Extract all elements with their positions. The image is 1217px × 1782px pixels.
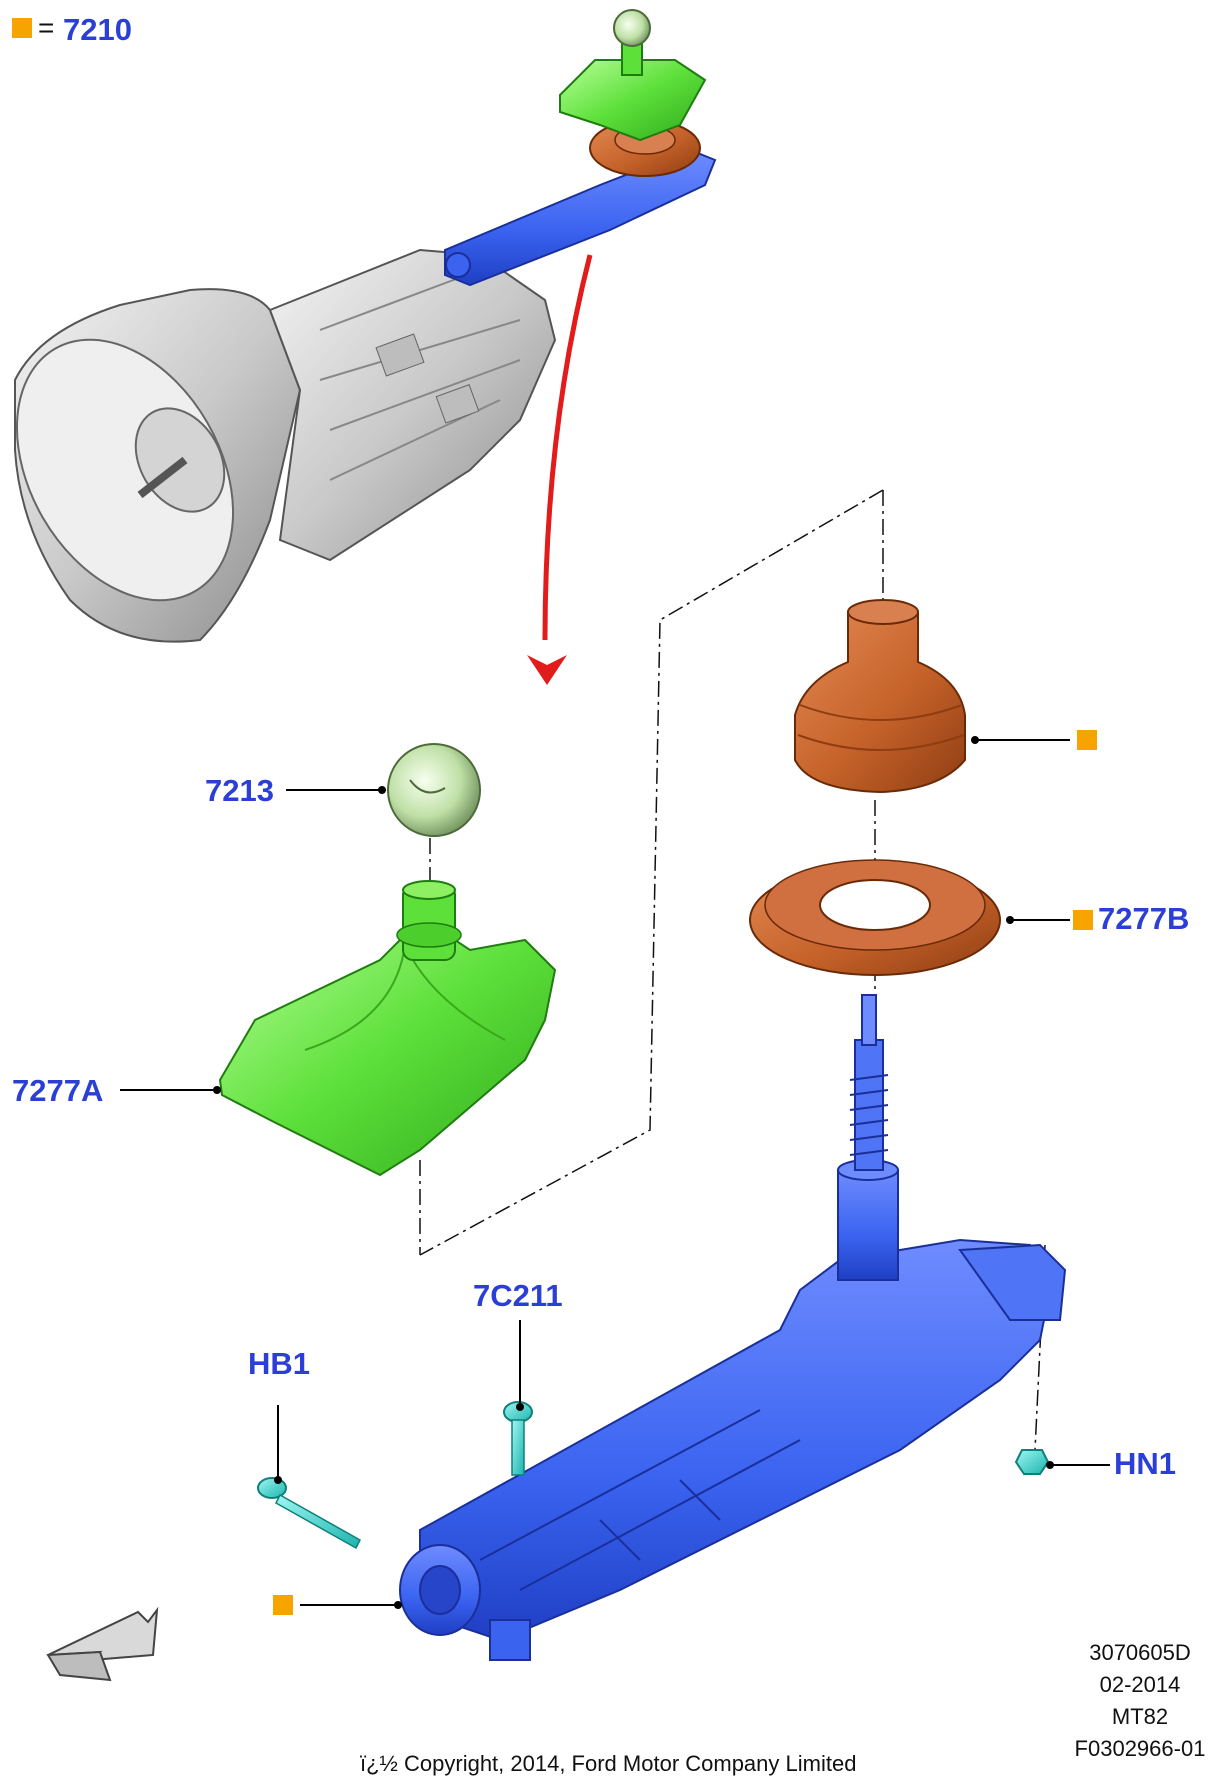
orientation-arrow-icon — [46, 1606, 159, 1682]
shift-bezel — [218, 880, 557, 1177]
shift-knob — [387, 743, 481, 837]
info-line-4: F0302966-01 — [1074, 1736, 1206, 1761]
info-line-1: 3070605D — [1089, 1640, 1191, 1665]
legend-equals: = — [38, 12, 55, 43]
shift-boot — [794, 599, 966, 794]
label-hn1: HN1 — [1114, 1446, 1177, 1481]
seal-marker — [1073, 910, 1093, 930]
red-curved-arrow-icon — [527, 254, 593, 685]
pivot-marker — [273, 1595, 293, 1615]
info-line-3: MT82 — [1111, 1704, 1169, 1729]
copyright-notice: ï¿½ Copyright, 2014, Ford Motor Company … — [360, 1751, 857, 1776]
label-7213: 7213 — [205, 773, 274, 808]
boot-marker — [1077, 730, 1097, 750]
legend-marker — [12, 18, 32, 38]
bushing-7c211 — [503, 1401, 533, 1476]
nut-hn1 — [1014, 1449, 1050, 1475]
label-hb1: HB1 — [248, 1346, 311, 1381]
transmission-assembly — [14, 9, 717, 643]
boot-seal-ring — [749, 859, 1001, 976]
legend-part-number: 7210 — [63, 12, 132, 47]
label-7277b: 7277B — [1098, 901, 1190, 936]
info-line-2: 02-2014 — [1099, 1672, 1181, 1697]
label-7c211: 7C211 — [473, 1278, 563, 1313]
leader-lines — [120, 739, 1110, 1606]
bolt-hb1 — [257, 1477, 361, 1550]
leader-dots — [213, 736, 1054, 1609]
shifter-housing — [399, 994, 1067, 1661]
label-7277a: 7277A — [12, 1073, 104, 1108]
